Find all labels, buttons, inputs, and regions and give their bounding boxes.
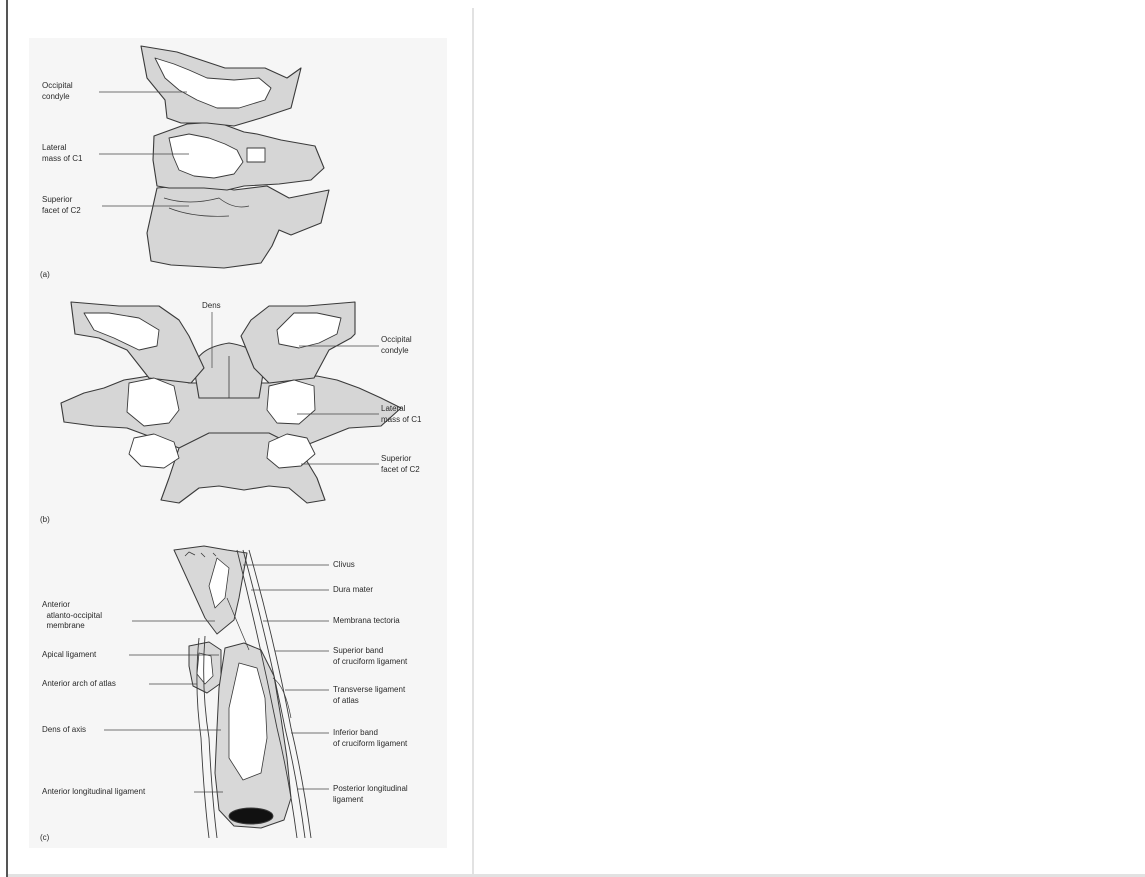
label-c-dens-of-axis: Dens of axis (42, 725, 86, 736)
label-a-superior-facet-c2: Superior facet of C2 (42, 195, 81, 216)
label-c-transverse-ligament-atlas: Transverse ligament of atlas (333, 685, 405, 706)
label-c-anterior-atlanto-occipital-membrane: Anterior atlanto-occipital membrane (42, 600, 102, 632)
label-b-lateral-mass-c1: Lateral mass of C1 (381, 404, 421, 425)
label-a-lateral-mass-c1: Lateral mass of C1 (42, 143, 82, 164)
column-divider (472, 8, 474, 874)
label-c-membrana-tectoria: Membrana tectoria (333, 616, 400, 627)
panel-c-letter: (c) (40, 833, 49, 844)
left-border-line (6, 0, 8, 877)
panel-a-letter: (a) (40, 270, 50, 281)
panel-b-letter: (b) (40, 515, 50, 526)
label-c-dura-mater: Dura mater (333, 585, 373, 596)
label-c-clivus: Clivus (333, 560, 355, 571)
label-c-anterior-arch-of-atlas: Anterior arch of atlas (42, 679, 116, 690)
label-b-occipital-condyle: Occipital condyle (381, 335, 412, 356)
label-c-anterior-longitudinal-ligament: Anterior longitudinal ligament (42, 787, 145, 798)
craniovertebral-junction-figure: Occipital condyle Lateral mass of C1 Sup… (29, 38, 447, 848)
label-b-dens: Dens (202, 301, 221, 312)
label-c-apical-ligament: Apical ligament (42, 650, 96, 661)
label-c-superior-band-cruciform: Superior band of cruciform ligament (333, 646, 407, 667)
label-c-posterior-longitudinal-ligament: Posterior longitudinal ligament (333, 784, 408, 805)
label-b-superior-facet-c2: Superior facet of C2 (381, 454, 420, 475)
label-c-inferior-band-cruciform: Inferior band of cruciform ligament (333, 728, 407, 749)
figure-drawing (29, 38, 447, 848)
label-a-occipital-condyle: Occipital condyle (42, 81, 73, 102)
